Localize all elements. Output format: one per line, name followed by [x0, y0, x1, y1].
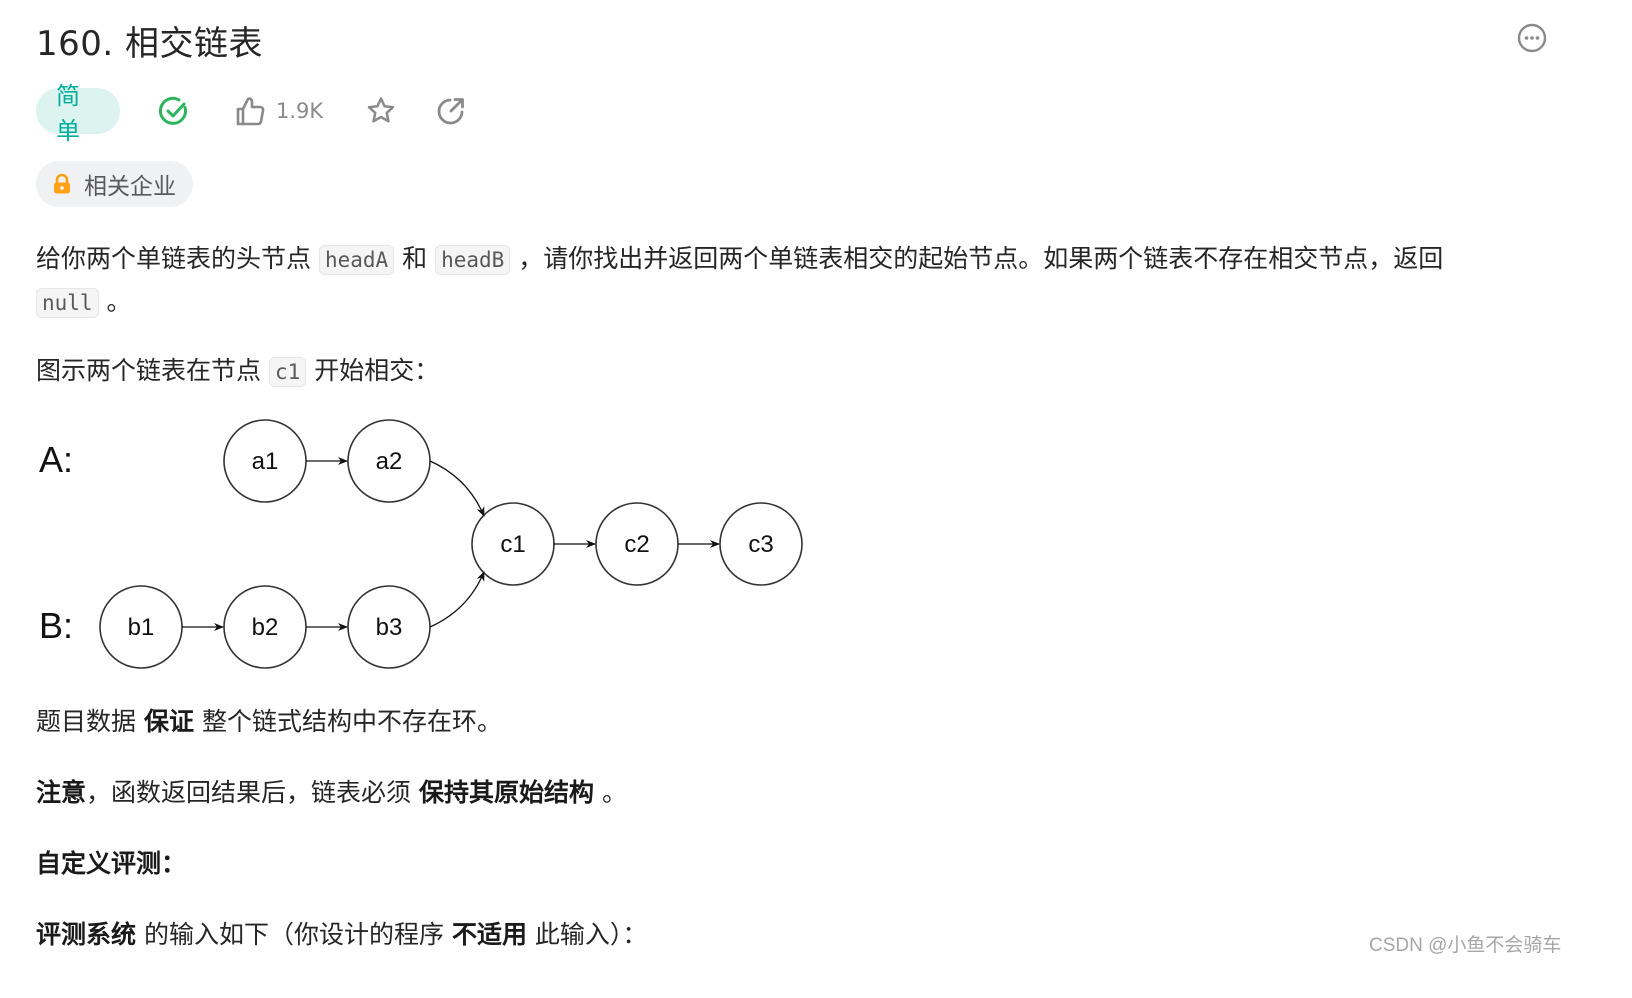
thumbs-up-icon [236, 97, 265, 126]
favorite-button[interactable] [365, 95, 397, 127]
text: 的输入如下（你设计的程序 [143, 920, 444, 949]
share-icon [437, 98, 465, 125]
bold-text: 自定义评测： [36, 849, 187, 878]
node-c3 [719, 502, 803, 586]
node-c3-label: c3 [748, 531, 773, 558]
text: 题目数据 [36, 707, 137, 736]
intersection-diagram: A: B: a1 a2 c1 c2 c3 b1 b2 b3 [39, 419, 803, 669]
text: 和 [402, 244, 428, 273]
inline-code-headB: headB [435, 245, 511, 275]
text: ，请你找出并返回两个单链表相交的起始节点。如果两个链表不存在相交节点，返回 [518, 244, 1444, 273]
node-b2-label: b2 [252, 614, 279, 641]
arrow-b3-c1 [429, 571, 485, 628]
watermark: CSDN @小鱼不会骑车 [1369, 935, 1562, 956]
arrow-a2-c1 [429, 460, 485, 517]
text: 图示两个链表在节点 [36, 356, 262, 385]
bold-text: 保持其原始结构 [418, 778, 594, 807]
like-count: 1.9K [276, 99, 324, 123]
share-button[interactable] [435, 95, 467, 127]
check-circle-icon [158, 96, 187, 125]
bold-text: 不适用 [451, 920, 527, 949]
inline-code-headA: headA [318, 245, 395, 275]
text: 给你两个单链表的头节点 [36, 244, 312, 273]
node-a2-label: a2 [376, 448, 403, 475]
text: 开始相交： [314, 356, 440, 385]
ellipsis-circle-icon [1517, 23, 1547, 53]
more-options-button[interactable] [1516, 22, 1548, 54]
bold-text: 保证 [143, 707, 194, 736]
text: 。 [601, 778, 627, 807]
inline-code-null: null [36, 288, 99, 318]
list-a-label: A: [39, 439, 73, 480]
solved-status [158, 95, 190, 127]
like-button[interactable]: 1.9K [234, 95, 323, 127]
related-companies-label: 相关企业 [84, 174, 176, 200]
difficulty-label: 简单 [56, 82, 80, 145]
description-paragraph-2: 图示两个链表在节点 c1 开始相交： [36, 350, 1566, 393]
description-paragraph-4: 注意，函数返回结果后，链表必须 保持其原始结构 。 [36, 772, 1566, 814]
node-c1-label: c1 [500, 531, 525, 558]
node-a1-label: a1 [252, 448, 279, 475]
node-b3-label: b3 [376, 614, 403, 641]
list-b-label: B: [39, 605, 73, 646]
bold-text: 评测系统 [36, 920, 137, 949]
description-paragraph-1: 给你两个单链表的头节点 headA 和 headB ，请你找出并返回两个单链表相… [36, 238, 1566, 324]
text: ，函数返回结果后，链表必须 [86, 778, 412, 807]
star-icon [367, 97, 395, 123]
problem-meta-row: 简单 1.9K [36, 82, 467, 145]
lock-icon [54, 173, 70, 194]
custom-judge-heading: 自定义评测： [36, 843, 1566, 885]
text: 整个链式结构中不存在环。 [201, 707, 502, 736]
related-companies-button[interactable]: 相关企业 [36, 161, 193, 207]
inline-code-c1: c1 [268, 357, 307, 387]
description-paragraph-3: 题目数据 保证 整个链式结构中不存在环。 [36, 701, 1566, 743]
node-b1-label: b1 [128, 614, 155, 641]
node-c2-label: c2 [624, 531, 649, 558]
bold-text: 注意 [36, 778, 87, 807]
description-paragraph-6: 评测系统 的输入如下（你设计的程序 不适用 此输入）： [36, 914, 1566, 956]
difficulty-badge: 简单 [36, 82, 120, 145]
text: 此输入）： [534, 920, 648, 949]
text: 。 [106, 287, 132, 316]
problem-title: 160. 相交链表 [36, 24, 264, 64]
